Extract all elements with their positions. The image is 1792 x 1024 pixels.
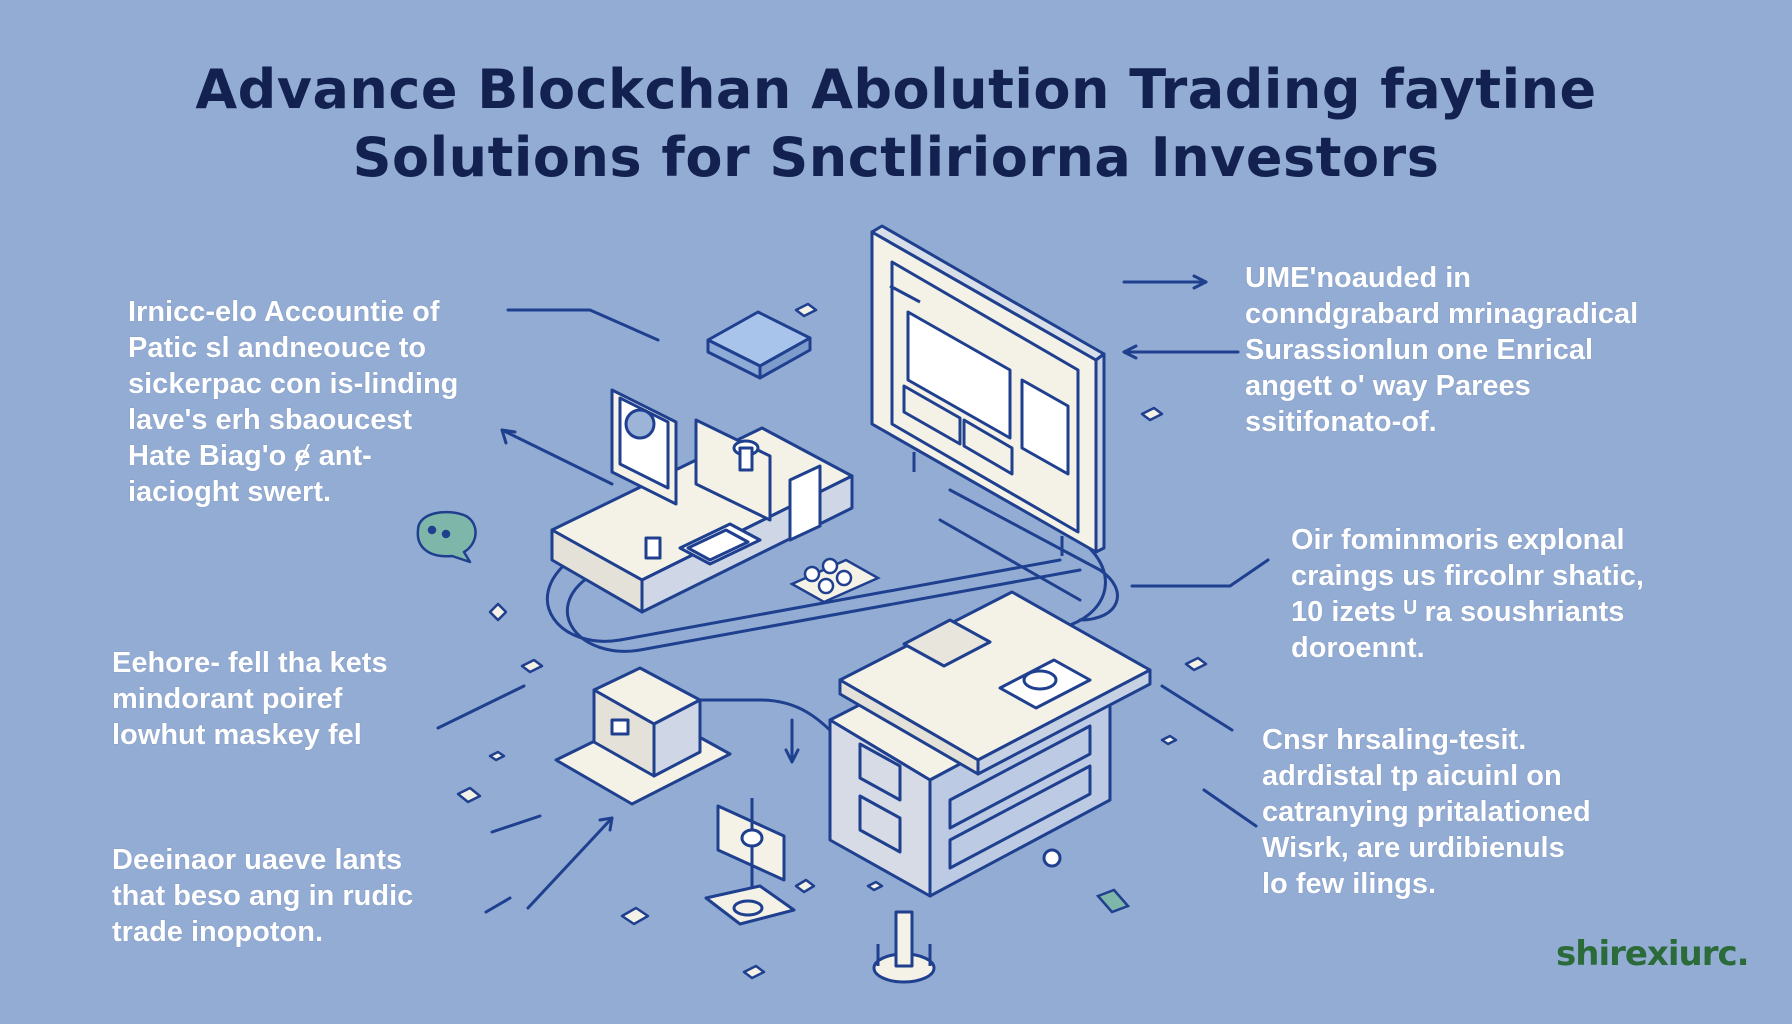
- caption-right-bottom: Cnsr hrsaling-tesit. adrdistal tp aicuin…: [1262, 724, 1591, 900]
- coin-stack-icon: [789, 557, 881, 604]
- connector-arrows: [436, 274, 1270, 914]
- signpost-icon: [704, 798, 796, 926]
- caption-left-bottom: Deeinaor uaeve lants that beso ang in ru…: [112, 844, 414, 948]
- monitor-icon: [870, 224, 1106, 556]
- brand-logo: shirexiurc.: [1556, 934, 1750, 974]
- green-cube-icon: [1095, 888, 1131, 914]
- caption-right-middle: Oir fominmoris explonal craings us firco…: [1291, 524, 1644, 664]
- decorative-cubes: [456, 302, 1208, 980]
- caption-right-top: UME'noauded in conndgrabard mrinagradica…: [1245, 262, 1639, 438]
- caption-left-middle: Eehore- fell tha kets mindorant poiref l…: [112, 647, 388, 751]
- antenna-icon: [872, 910, 936, 984]
- title-line-2: Solutions for Snctliriorna Investors: [352, 126, 1440, 189]
- title-line-1: Advance Blockchan Abolution Trading fayt…: [195, 58, 1597, 121]
- tablet-icon: [706, 310, 812, 380]
- chat-bubble-icon: [416, 510, 477, 564]
- server-icon: [828, 590, 1152, 898]
- box-icon: [554, 666, 732, 806]
- workstation-icon: [550, 388, 854, 614]
- page-title: Advance Blockchan Abolution Trading fayt…: [0, 56, 1792, 192]
- caption-left-top: Irnicc-elo Accountie of Patic sl andneou…: [128, 296, 459, 508]
